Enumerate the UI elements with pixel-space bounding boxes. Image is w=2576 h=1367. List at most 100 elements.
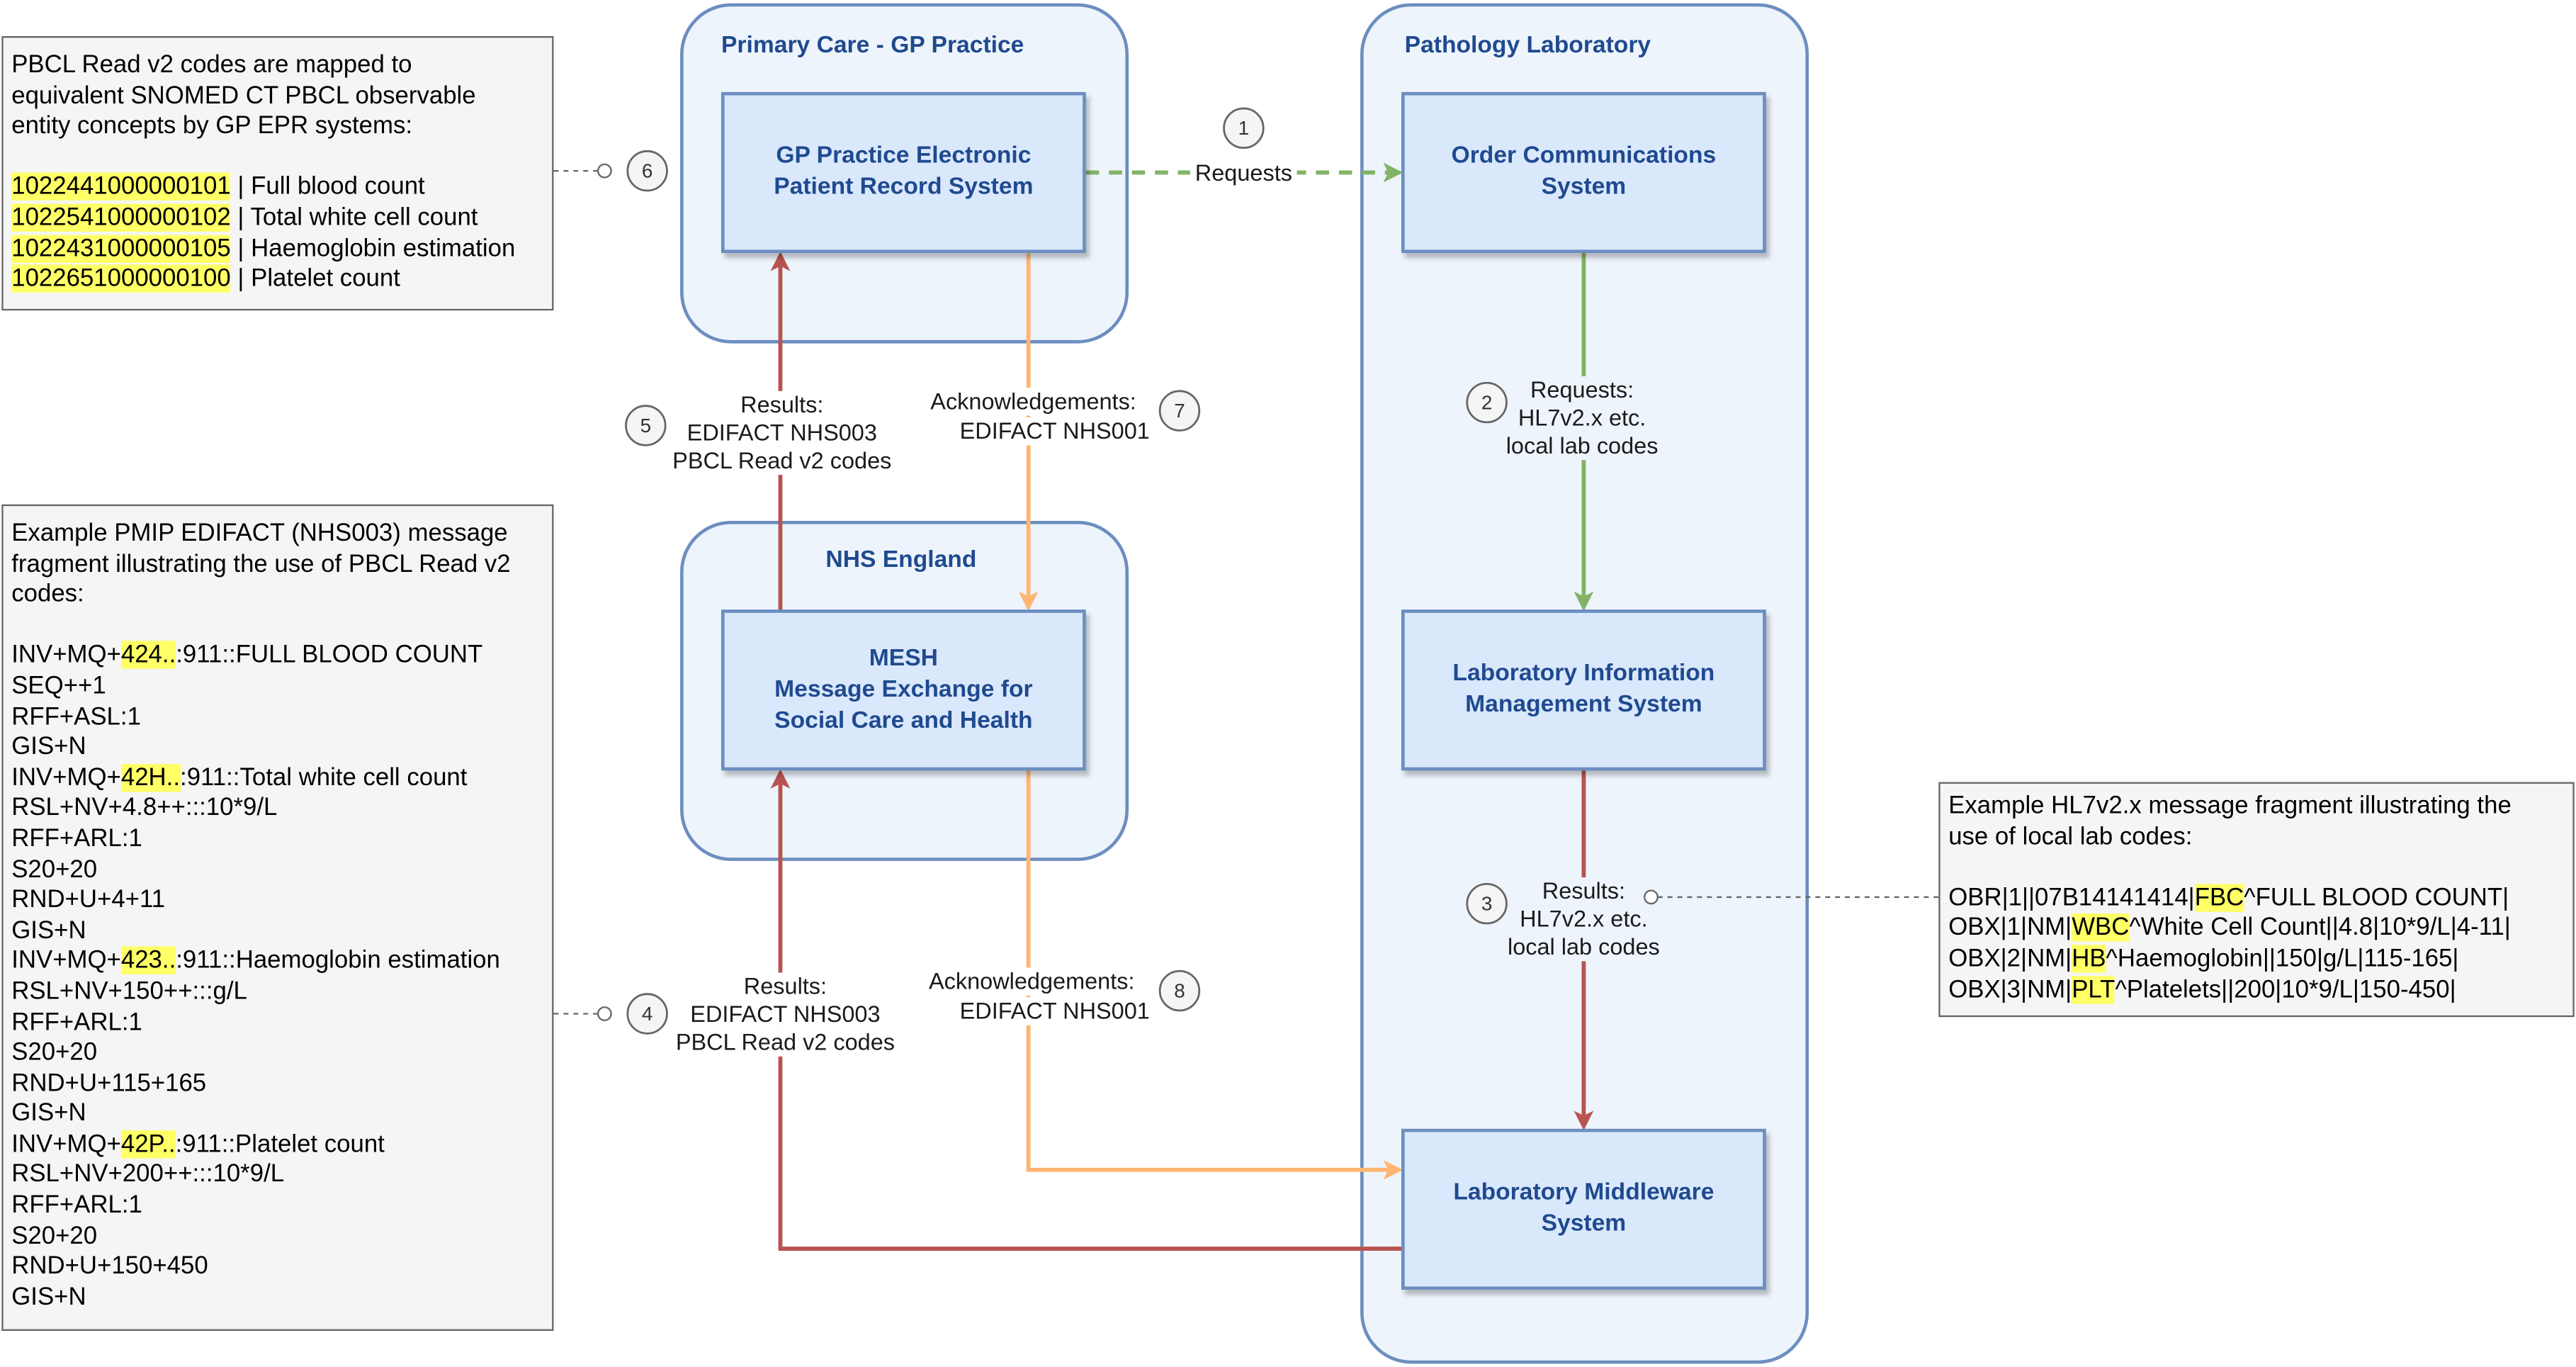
flow-2-label: HL7v2.x etc. bbox=[1513, 403, 1651, 432]
flow-5-label: EDIFACT NHS003 bbox=[682, 418, 882, 446]
edifact-segment-line: SEQ++1 bbox=[11, 672, 106, 700]
step-number: 7 bbox=[1174, 400, 1185, 422]
edifact-note-connector bbox=[553, 1006, 612, 1021]
edifact-segment-line: GIS+N bbox=[11, 1099, 86, 1128]
snomed-code-line: 1022541000000102 | Total white cell coun… bbox=[11, 203, 552, 234]
system-label-line: Order Communications bbox=[1451, 142, 1717, 169]
step-marker-2: 2 bbox=[1466, 381, 1508, 424]
snomed-mapping-note: PBCL Read v2 codes are mapped to equival… bbox=[1, 36, 554, 311]
edifact-segment-line: INV+MQ+424..:911::FULL BLOOD COUNT bbox=[11, 641, 552, 672]
step-number: 1 bbox=[1238, 117, 1249, 139]
highlighted-local-code: PLT bbox=[2072, 975, 2115, 1003]
step-circle bbox=[1158, 390, 1201, 432]
edifact-segment-line: INV+MQ+42P..:911::Platelet count bbox=[11, 1130, 552, 1161]
system-label-line: Management System bbox=[1465, 692, 1702, 719]
step-marker-3: 3 bbox=[1466, 882, 1508, 925]
code-term: | Total white cell count bbox=[230, 203, 478, 232]
hl7-segment-line: OBX|1|NM|WBC^White Cell Count||4.8|10*9/… bbox=[1948, 913, 2572, 945]
arrowhead bbox=[1383, 1159, 1403, 1180]
step-number: 3 bbox=[1481, 892, 1492, 914]
edifact-segment-line: GIS+N bbox=[11, 1283, 86, 1311]
segment-suffix: ^FULL BLOOD COUNT| bbox=[2244, 883, 2509, 912]
system-label-line: Patient Record System bbox=[774, 174, 1034, 201]
gp-epr-system-box bbox=[721, 91, 1086, 254]
system-label-line: System bbox=[1541, 174, 1627, 201]
arrowhead bbox=[1574, 1110, 1594, 1131]
code-term: | Haemoglobin estimation bbox=[230, 234, 516, 262]
hl7-example-note: Example HL7v2.x message fragment illustr… bbox=[1938, 782, 2575, 1018]
step-circle bbox=[626, 150, 668, 192]
edifact-segment-line: RFF+ARL:1 bbox=[11, 1191, 142, 1220]
note-text-line: entity concepts by GP EPR systems: bbox=[11, 112, 413, 140]
step-circle bbox=[1223, 107, 1265, 150]
system-label-line: Laboratory Middleware bbox=[1453, 1179, 1714, 1206]
step-marker-6: 6 bbox=[626, 150, 668, 192]
segment-suffix: ^Platelets||200|10*9/L|150-450| bbox=[2115, 975, 2456, 1003]
flow-5-label: Results: bbox=[735, 390, 829, 419]
snomed-code-line: 1022441000000101 | Full blood count bbox=[11, 173, 552, 203]
arrowhead bbox=[770, 251, 791, 271]
highlighted-read-code: 42H.. bbox=[120, 763, 181, 792]
highlighted-code: 1022651000000100 bbox=[11, 264, 231, 293]
edifact-segment-line: RSL+NV+4.8++:::10*9/L bbox=[11, 794, 278, 823]
step-marker-5: 5 bbox=[625, 405, 667, 446]
segment-prefix: OBX|3|NM| bbox=[1948, 975, 2072, 1003]
hl7-note-connector bbox=[1644, 889, 1939, 905]
segment-suffix: :911::Total white cell count bbox=[180, 763, 468, 792]
flow-2-label: local lab codes bbox=[1501, 431, 1663, 460]
flow-7-label: Acknowledgements: bbox=[925, 387, 1141, 415]
step-circle bbox=[1158, 969, 1201, 1012]
edifact-segment-line: RND+U+115+165 bbox=[11, 1069, 207, 1098]
segment-suffix: :911::FULL BLOOD COUNT bbox=[176, 641, 483, 670]
arrowhead bbox=[1383, 162, 1403, 183]
system-label-line: Social Care and Health bbox=[774, 707, 1033, 734]
segment-suffix: :911::Haemoglobin estimation bbox=[176, 947, 500, 975]
edifact-segment-line: S20+20 bbox=[11, 855, 98, 884]
step-marker-7: 7 bbox=[1158, 390, 1201, 432]
segment-prefix: INV+MQ+ bbox=[11, 1130, 121, 1159]
segment-prefix: OBR|1||07B14141414| bbox=[1948, 883, 2195, 912]
arrowhead bbox=[1574, 591, 1594, 612]
hl7-segment-line: OBR|1||07B14141414|FBC^FULL BLOOD COUNT| bbox=[1948, 883, 2572, 914]
order-comms-system: Order Communications System bbox=[1403, 94, 1764, 252]
arrow-line bbox=[778, 783, 1403, 1251]
mesh-system: MESH Message Exchange for Social Care an… bbox=[723, 611, 1084, 769]
highlighted-read-code: 423.. bbox=[120, 947, 176, 975]
snomed-code-line: 1022431000000105 | Haemoglobin estimatio… bbox=[11, 234, 552, 265]
middleware-system: Laboratory Middleware System bbox=[1403, 1130, 1764, 1288]
edifact-example-note: Example PMIP EDIFACT (NHS003) message fr… bbox=[1, 504, 554, 1331]
note-text-line: Example HL7v2.x message fragment illustr… bbox=[1948, 792, 2512, 820]
flow-8-label: EDIFACT NHS001 bbox=[954, 996, 1155, 1025]
system-label-line: System bbox=[1541, 1210, 1627, 1237]
system-label-line: Laboratory Information bbox=[1452, 660, 1715, 687]
note-text-line: Example PMIP EDIFACT (NHS003) message bbox=[11, 519, 508, 548]
highlighted-code: 1022431000000105 bbox=[11, 234, 231, 262]
step-number: 6 bbox=[642, 159, 653, 181]
highlighted-local-code: FBC bbox=[2194, 883, 2244, 912]
edifact-segment-line: RFF+ARL:1 bbox=[11, 1008, 142, 1036]
edifact-segment-line: GIS+N bbox=[11, 916, 86, 945]
step-marker-4: 4 bbox=[626, 993, 668, 1035]
code-term: | Full blood count bbox=[230, 173, 425, 201]
step-circle bbox=[625, 405, 667, 446]
note-spacer bbox=[11, 611, 552, 641]
segment-prefix: OBX|2|NM| bbox=[1948, 945, 2072, 973]
segment-prefix: INV+MQ+ bbox=[11, 763, 121, 792]
middleware-system-box bbox=[1401, 1128, 1766, 1290]
flow-8-ack-arrow bbox=[1026, 769, 1403, 1180]
gp-epr-system: GP Practice Electronic Patient Record Sy… bbox=[723, 94, 1084, 252]
snomed-note-connector bbox=[553, 163, 612, 179]
arrowhead bbox=[1018, 591, 1039, 612]
note-text-line: equivalent SNOMED CT PBCL observable bbox=[11, 81, 476, 110]
segment-suffix: :911::Platelet count bbox=[175, 1130, 385, 1159]
flow-3-label: local lab codes bbox=[1503, 932, 1665, 961]
hl7-segment-line: OBX|2|NM|HB^Haemoglobin||150|g/L|115-165… bbox=[1948, 945, 2572, 975]
mesh-system-box bbox=[721, 609, 1086, 771]
step-number: 4 bbox=[642, 1003, 653, 1025]
edifact-segment-line: INV+MQ+42H..:911::Total white cell count bbox=[11, 763, 552, 794]
note-spacer bbox=[11, 142, 552, 173]
note-text-line: use of local lab codes: bbox=[1948, 822, 2193, 851]
connector-end-circle bbox=[597, 1006, 612, 1021]
hl7-segment-line: OBX|3|NM|PLT^Platelets||200|10*9/L|150-4… bbox=[1948, 975, 2572, 1006]
